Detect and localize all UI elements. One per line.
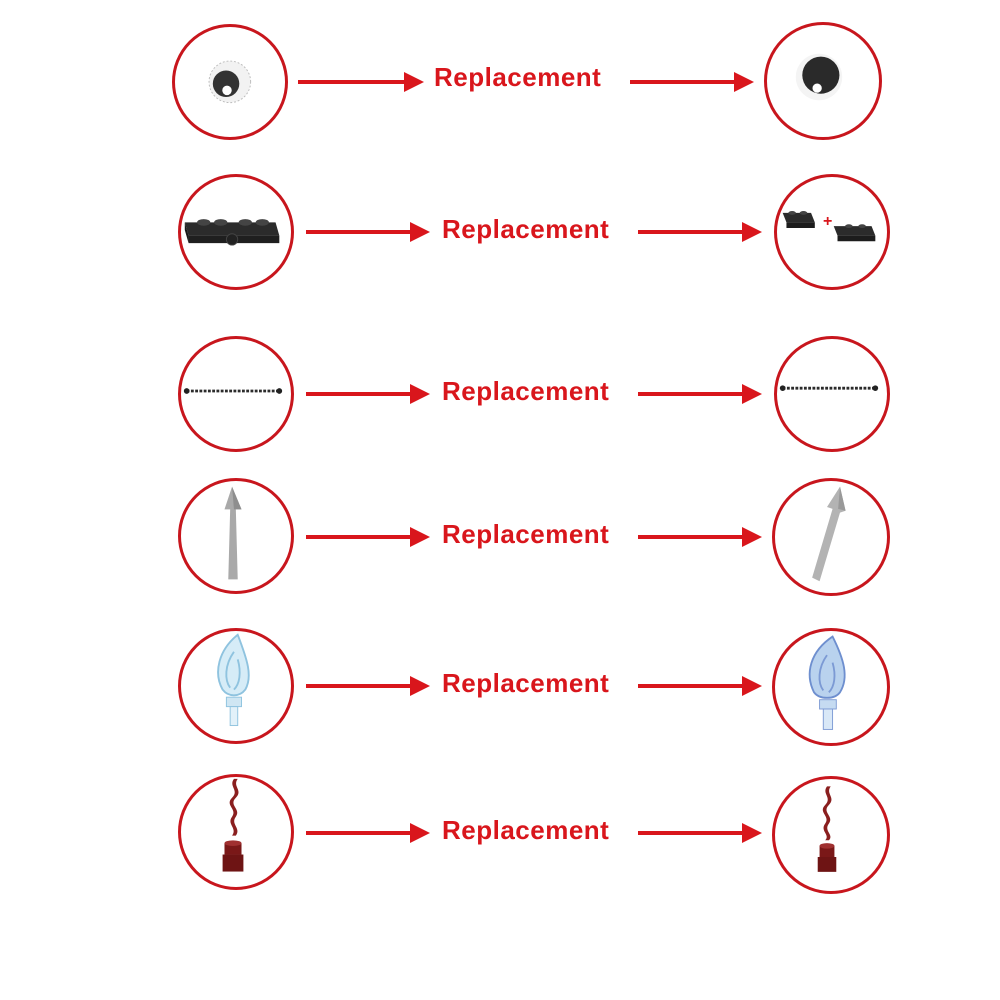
replacement-label: Replacement	[442, 815, 610, 845]
original-part-circle	[178, 628, 294, 744]
original-part-circle	[178, 336, 294, 452]
replacement-row-1: Replacement	[0, 22, 1000, 142]
replacement-label: Replacement	[442, 519, 610, 549]
spear-icon	[224, 486, 242, 580]
replacement-part-circle	[772, 628, 890, 746]
replacement-arrow-left	[306, 823, 430, 843]
plus-sign: +	[823, 213, 833, 230]
replacement-part-circle	[772, 478, 890, 596]
original-part-circle	[178, 774, 294, 890]
replacement-arrow-right	[630, 72, 754, 92]
flame-icon	[808, 635, 846, 730]
replacement-part-circle	[774, 336, 890, 452]
original-part-circle	[178, 174, 294, 290]
original-part-circle	[178, 478, 294, 594]
replacement-label: Replacement	[442, 376, 610, 406]
replacement-arrow-left	[306, 527, 430, 547]
replacement-arrow-right	[638, 384, 762, 404]
replacement-part-circle	[764, 22, 882, 140]
replacement-label: Replacement	[442, 668, 610, 698]
replacement-part-circle	[772, 776, 890, 894]
replacement-arrow-left	[306, 676, 430, 696]
replacement-part-circle: +	[774, 174, 890, 290]
replacement-row-4: Replacement	[0, 478, 1000, 598]
original-part-circle	[172, 24, 288, 140]
replacement-label: Replacement	[434, 62, 602, 92]
flame-icon	[217, 633, 250, 727]
replacement-row-5: Replacement	[0, 628, 1000, 748]
replacement-row-3: Replacement	[0, 336, 1000, 456]
replacement-arrow-left	[298, 72, 424, 92]
eye-tile-icon	[795, 53, 843, 101]
replacement-arrow-left	[306, 384, 430, 404]
dark-red-flame-icon	[817, 786, 837, 872]
spear-icon	[812, 486, 846, 582]
replacement-row-6: Replacement	[0, 774, 1000, 894]
replacement-row-2: Replacement +	[0, 174, 1000, 294]
hinge-plate-pair-icon	[782, 211, 876, 242]
chain-icon	[779, 385, 879, 391]
dark-red-flame-icon	[222, 778, 244, 872]
replacement-label: Replacement	[442, 214, 610, 244]
hinge-plate-icon	[184, 219, 280, 246]
eye-tile-icon	[208, 60, 252, 104]
chain-icon	[183, 388, 283, 394]
replacement-arrow-right	[638, 222, 762, 242]
replacement-arrow-left	[306, 222, 430, 242]
replacement-arrow-right	[638, 823, 762, 843]
replacement-arrow-right	[638, 676, 762, 696]
replacement-arrow-right	[638, 527, 762, 547]
